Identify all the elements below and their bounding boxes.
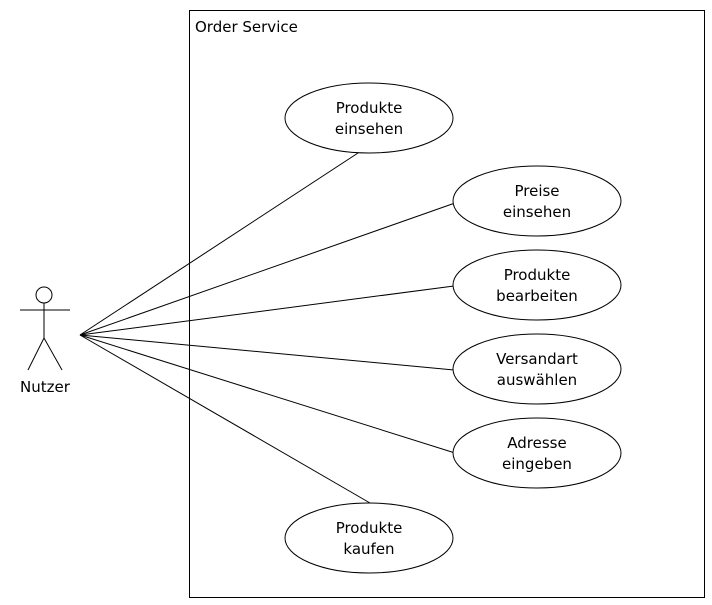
- use-case-label-line2: einsehen: [503, 203, 571, 221]
- association-produkte-einsehen: [79, 152, 359, 336]
- use-case-adresse-eingeben[interactable]: Adresse eingeben: [452, 417, 622, 489]
- actor-nutzer[interactable]: Nutzer: [20, 286, 71, 396]
- use-case-produkte-kaufen[interactable]: Produkte kaufen: [284, 502, 454, 574]
- association-produkte-bearbeiten: [79, 285, 455, 336]
- use-case-label-line1: Adresse: [507, 434, 566, 452]
- association-preise-einsehen: [79, 202, 456, 336]
- use-case-ellipse: [452, 165, 622, 237]
- use-case-label-line1: Produkte: [504, 266, 571, 284]
- use-case-label-line2: auswählen: [497, 371, 577, 389]
- use-case-ellipse: [452, 249, 622, 321]
- actor-left-leg: [27, 337, 45, 371]
- use-case-label-line2: kaufen: [343, 540, 394, 558]
- use-case-label-line2: einsehen: [335, 120, 403, 138]
- actor-head: [35, 286, 53, 304]
- use-case-label-line2: eingeben: [502, 455, 572, 473]
- system-boundary: Order Service: [189, 10, 705, 598]
- use-case-label-line1: Preise: [514, 182, 559, 200]
- use-case-ellipse: [452, 333, 622, 405]
- use-case-produkte-einsehen[interactable]: Produkte einsehen: [284, 82, 454, 154]
- use-case-ellipse: [452, 417, 622, 489]
- use-case-versandart-auswaehlen[interactable]: Versandart auswählen: [452, 333, 622, 405]
- association-versandart-auswaehlen: [79, 334, 455, 371]
- use-case-ellipse: [284, 502, 454, 574]
- actor-right-leg: [43, 337, 63, 371]
- associations: [79, 152, 456, 504]
- association-produkte-kaufen: [79, 334, 371, 504]
- use-case-preise-einsehen[interactable]: Preise einsehen: [452, 165, 622, 237]
- use-case-label-line1: Versandart: [496, 350, 578, 368]
- association-adresse-eingeben: [79, 334, 456, 454]
- system-boundary-box: [189, 10, 705, 598]
- use-case-label-line1: Produkte: [336, 99, 403, 117]
- system-title: Order Service: [195, 18, 298, 36]
- use-case-label-line1: Produkte: [336, 519, 403, 537]
- use-case-ellipse: [284, 82, 454, 154]
- use-case-produkte-bearbeiten[interactable]: Produkte bearbeiten: [452, 249, 622, 321]
- use-case-label-line2: bearbeiten: [496, 287, 578, 305]
- actor-label: Nutzer: [20, 378, 71, 396]
